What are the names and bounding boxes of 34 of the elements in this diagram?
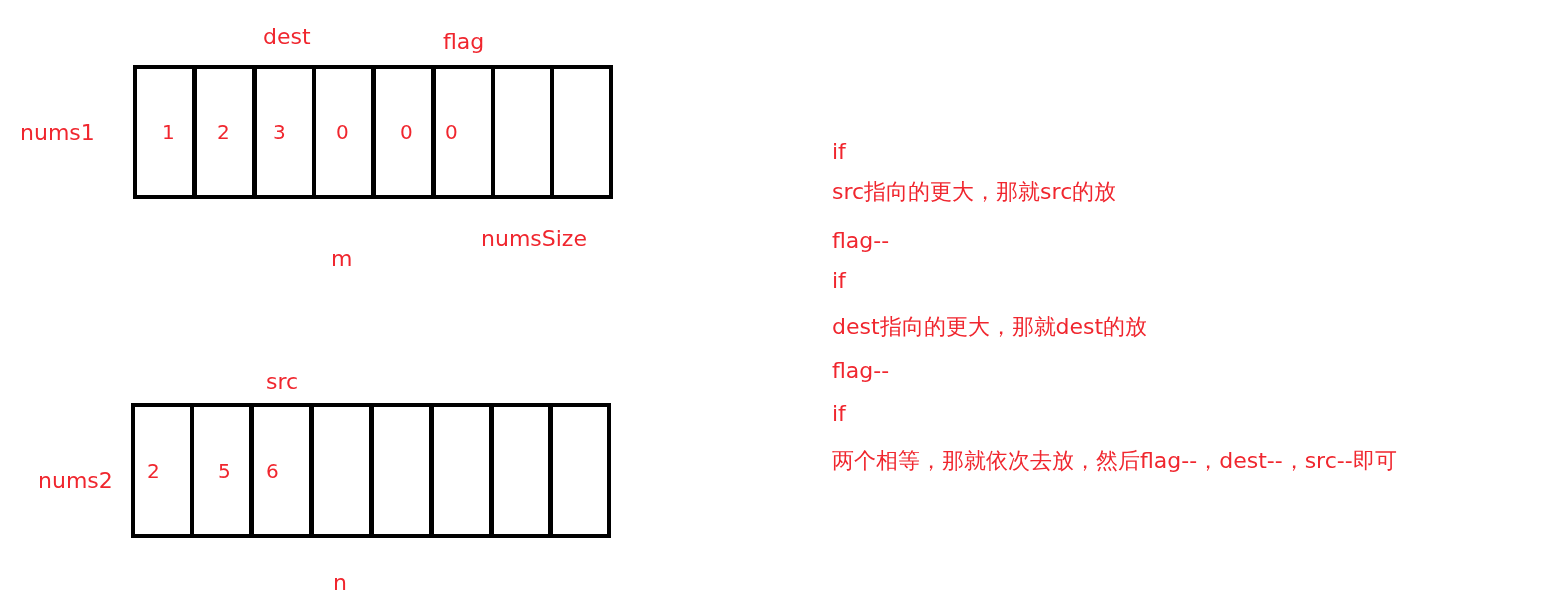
- cell-value: 5: [218, 458, 231, 483]
- size-label: n: [333, 572, 347, 594]
- cell-value: 1: [162, 120, 175, 144]
- pointer-label: dest: [263, 26, 311, 48]
- pointer-label: src: [266, 371, 299, 393]
- cell-value: 0: [336, 120, 349, 144]
- size-label: m: [331, 248, 353, 270]
- cell-value: 2: [217, 120, 230, 144]
- array-name: nums1: [20, 122, 95, 144]
- array-cell: [133, 65, 196, 199]
- array-cell: [250, 403, 313, 538]
- cell-value: 6: [266, 458, 279, 483]
- pointer-label: flag: [443, 31, 485, 53]
- cell-value: 2: [147, 458, 160, 483]
- note-text: 两个相等，那就依次去放，然后flag--，dest--，src--即可: [832, 450, 1397, 472]
- note-text: if: [832, 141, 846, 163]
- note-text: flag--: [832, 360, 890, 382]
- note-text: if: [832, 270, 846, 292]
- cell-value: 0: [445, 120, 458, 144]
- array-cell: [193, 65, 256, 199]
- note-text: dest指向的更大，那就dest的放: [832, 316, 1148, 338]
- array-cell: [548, 403, 611, 538]
- array-cell: [490, 403, 553, 538]
- cell-value: 0: [400, 120, 413, 144]
- array-name: nums2: [38, 470, 113, 492]
- array-cell: [370, 403, 433, 538]
- cell-value: 3: [273, 120, 286, 144]
- note-text: if: [832, 403, 846, 425]
- array-cell: [430, 403, 493, 538]
- note-text: src指向的更大，那就src的放: [832, 181, 1117, 203]
- note-text: flag--: [832, 230, 890, 252]
- array-cell: [372, 65, 435, 199]
- array-cell: [310, 403, 373, 538]
- size-label: numsSize: [481, 228, 587, 250]
